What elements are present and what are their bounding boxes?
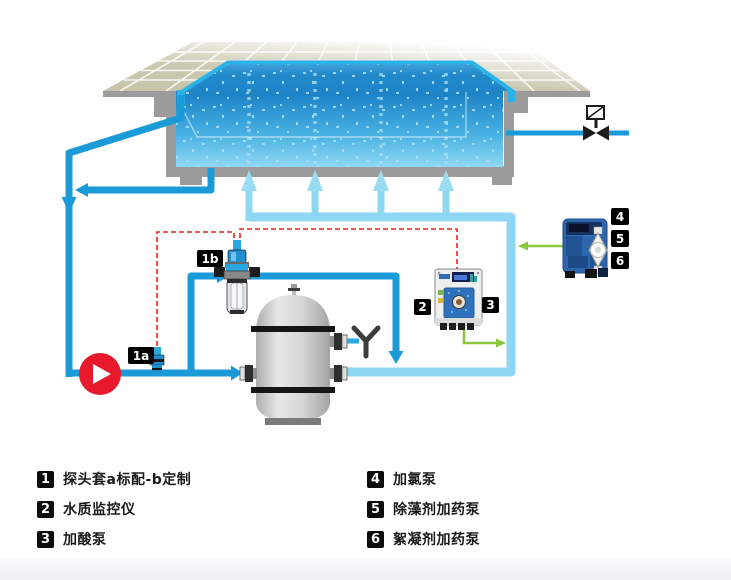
tag-1a: 1a — [128, 347, 154, 364]
water-quality-controller — [434, 268, 483, 330]
probe-1a-cable — [156, 231, 235, 346]
legend-item-6: 6 絮凝剂加药泵 — [367, 529, 480, 549]
legend-right-column: 4 加氯泵 5 除藻剂加药泵 6 絮凝剂加药泵 — [367, 469, 480, 549]
legend-num-2: 2 — [37, 500, 54, 518]
flow-arrow-right — [231, 365, 243, 381]
controller-connectors — [440, 323, 474, 330]
backwash-valve-icon — [583, 105, 609, 141]
signal-arrow-right — [496, 338, 506, 348]
tank-waste-flange — [330, 333, 348, 350]
legend-label-2: 水质监控仪 — [63, 502, 136, 518]
legend-num-6: 6 — [367, 530, 384, 548]
legend-num-4: 4 — [367, 470, 384, 488]
legend-num-5: 5 — [367, 500, 384, 518]
sensor-cables — [156, 228, 458, 346]
tag-3: 3 — [482, 297, 499, 313]
tag-2: 2 — [414, 299, 431, 315]
tank-outlet-flange — [330, 365, 348, 382]
dosing-pump-icon — [562, 218, 608, 278]
pool-water — [176, 60, 517, 167]
legend-item-4: 4 加氯泵 — [367, 469, 480, 489]
tag-4: 4 — [611, 208, 629, 225]
legend-label-5: 除藻剂加药泵 — [393, 502, 480, 518]
sand-filter-tank — [239, 284, 348, 425]
legend-label-1: 探头套a标配-b定制 — [63, 472, 192, 488]
pool-return-risers — [241, 170, 454, 221]
flow-arrow-down — [388, 351, 404, 364]
legend-item-2: 2 水质监控仪 — [37, 499, 191, 519]
circulation-pump-icon — [79, 353, 121, 395]
dosing-arrow-left — [518, 241, 528, 251]
sample-return-pipe — [248, 272, 400, 351]
legend-num-1: 1 — [37, 470, 54, 488]
flow-cell-1b-icon — [214, 240, 260, 314]
control-signal-lines — [462, 241, 563, 348]
legend-item-1: 1 探头套a标配-b定制 — [37, 469, 191, 489]
legend-label-4: 加氯泵 — [393, 472, 437, 488]
legend-label-6: 絮凝剂加药泵 — [393, 532, 480, 548]
pump-triangle — [93, 364, 111, 384]
dosing-pump-display — [569, 224, 589, 232]
skimmer-pipe — [65, 95, 185, 377]
sample-branch-pipe — [187, 272, 217, 373]
pool-shell — [103, 91, 590, 185]
probe-1b-cable — [239, 228, 458, 269]
legend-num-3: 3 — [37, 530, 54, 548]
pool-rim — [178, 60, 517, 95]
tag-6: 6 — [611, 252, 629, 269]
main-drain-pipe — [88, 168, 215, 194]
tag-1b: 1b — [197, 250, 223, 267]
legend-item-5: 5 除藻剂加药泵 — [367, 499, 480, 519]
flow-arrow-down — [61, 197, 77, 213]
tank-inlet-flange — [239, 365, 257, 382]
tag-5: 5 — [611, 230, 629, 247]
legend-left-column: 1 探头套a标配-b定制 2 水质监控仪 3 加酸泵 — [37, 469, 191, 549]
pool-floor-edge-line — [180, 92, 467, 138]
y-strainer-icon — [347, 325, 381, 359]
riser-arrowheads — [241, 170, 454, 191]
footer-strip — [0, 557, 731, 580]
flow-arrow-left — [75, 183, 88, 197]
legend-item-3: 3 加酸泵 — [37, 529, 191, 549]
legend-label-3: 加酸泵 — [63, 532, 107, 548]
controller-logo — [439, 274, 450, 279]
